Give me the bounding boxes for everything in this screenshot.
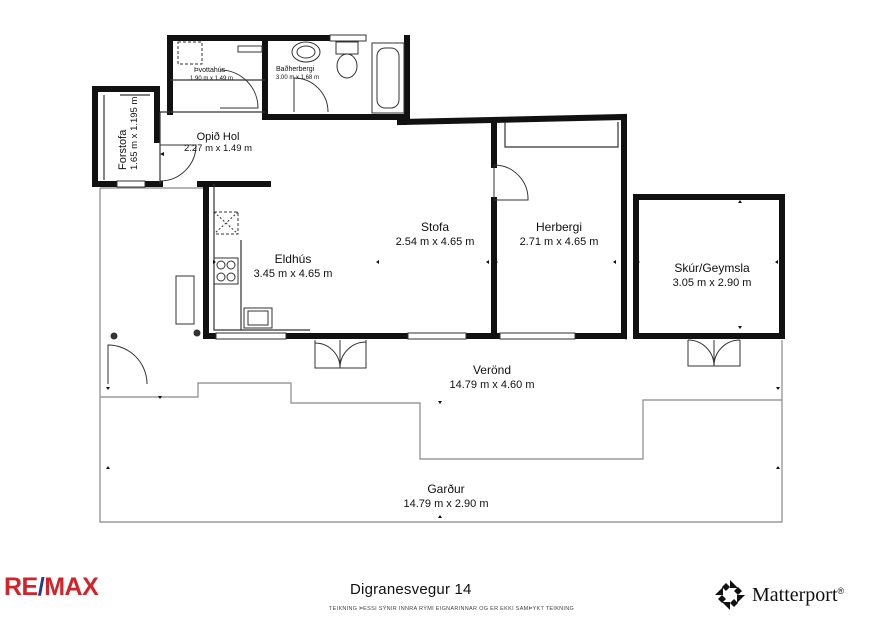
room-herbergi-dims: 2.71 m x 4.65 m	[519, 236, 599, 248]
room-opid-hol-name: Opið Hol	[196, 131, 240, 143]
room-badherbergi-name: Baðherbergi	[276, 66, 315, 73]
area-veronda-dims: 14.79 m x 4.60 m	[449, 379, 535, 391]
room-badherbergi-dims: 3.00 m x 1.68 m	[276, 75, 320, 81]
property-address: Digranesvegur 14	[350, 581, 472, 598]
remax-logo: RE/MAX	[4, 573, 99, 602]
fixtures	[110, 41, 405, 340]
room-skur: Skúr/Geymsla 3.05 m x 2.90 m	[656, 261, 768, 291]
matterport-wordmark: Matterport	[752, 583, 838, 606]
room-badherbergi: Baðherbergi 3.00 m x 1.68 m	[276, 66, 319, 82]
room-herbergi: Herbergi 2.71 m x 4.65 m	[507, 220, 611, 250]
room-forstofa-name: Forstofa	[117, 129, 129, 170]
area-gardur-name: Garður	[427, 482, 465, 496]
area-gardur: Garður 14.79 m x 2.90 m	[384, 482, 508, 512]
area-veronda: Verönd 14.79 m x 4.60 m	[430, 363, 554, 393]
room-thvottahus-name: Þvottahús	[194, 67, 226, 74]
room-stofa: Stofa 2.54 m x 4.65 m	[383, 220, 487, 250]
room-herbergi-name: Herbergi	[535, 220, 583, 234]
room-skur-dims: 3.05 m x 2.90 m	[672, 277, 752, 289]
windows	[116, 34, 576, 340]
room-thvottahus-dims: 1.90 m x 1.49 m	[190, 76, 234, 82]
room-opid-hol: Opið Hol 2.27 m x 1.49 m	[180, 131, 256, 155]
matterport-registered: ®	[837, 586, 845, 596]
room-skur-name: Skúr/Geymsla	[674, 261, 750, 275]
room-thvottahus: Þvottahús 1.90 m x 1.49 m	[190, 67, 233, 83]
area-gardur-dims: 14.79 m x 2.90 m	[403, 498, 489, 510]
room-eldhus-name: Eldhús	[274, 252, 312, 266]
floor-plan	[92, 34, 785, 523]
remax-logo-text: RE/MAX	[4, 573, 99, 601]
room-forstofa-dims: 1.65 m x 1.195 m	[129, 96, 140, 170]
area-veronda-name: Verönd	[472, 363, 512, 377]
room-stofa-dims: 2.54 m x 4.65 m	[395, 236, 475, 248]
measure-markers	[106, 152, 780, 518]
room-eldhus: Eldhús 3.45 m x 4.65 m	[241, 252, 345, 282]
matterport-icon	[715, 580, 745, 610]
room-opid-hol-dims: 2.27 m x 1.49 m	[183, 143, 253, 154]
room-stofa-name: Stofa	[420, 220, 450, 234]
room-eldhus-dims: 3.45 m x 4.65 m	[253, 268, 333, 280]
matterport-logo: Matterport®	[714, 578, 844, 612]
doors	[107, 69, 741, 385]
disclaimer-text: TEIKNING ÞESSI SÝNIR INNRA RÝMI EIGNARIN…	[329, 606, 575, 612]
